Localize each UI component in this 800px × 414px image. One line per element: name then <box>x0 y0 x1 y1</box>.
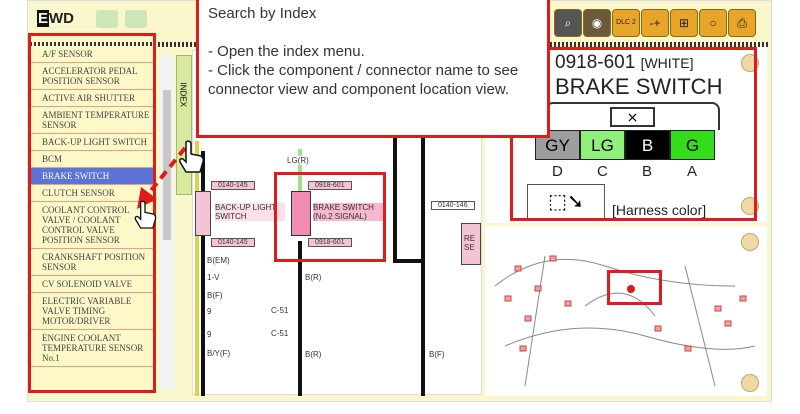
connector-tag[interactable]: 0140-145 <box>211 238 255 247</box>
index-item[interactable]: CV SOLENOID VALVE <box>30 276 155 293</box>
dlc-icon[interactable]: DLC 2 <box>612 9 640 37</box>
callout-title: Search by Index <box>208 5 317 22</box>
back-button[interactable] <box>96 10 118 28</box>
brake-switch-highlight <box>274 172 386 262</box>
meter-icon[interactable]: ◉ <box>583 9 611 37</box>
wire-label: 9 <box>207 330 212 339</box>
index-item[interactable]: BACK-UP LIGHT SWITCH <box>30 134 155 151</box>
index-item[interactable]: A/F SENSOR <box>30 46 155 63</box>
connector-label: C-51 <box>271 329 289 338</box>
zoom-icon[interactable] <box>741 233 759 251</box>
wire <box>421 51 425 396</box>
location-highlight <box>607 270 662 305</box>
app-logo: EWD <box>38 10 75 27</box>
pin-label: A <box>687 163 698 180</box>
wire-label: LG(R) <box>287 156 309 165</box>
index-item[interactable]: CLUTCH SENSOR <box>30 185 155 202</box>
connector-code: 0918-601 [WHITE] <box>555 52 694 73</box>
index-item[interactable]: COOLANT CONTROL VALVE / COOLANT CONTROL … <box>30 202 155 249</box>
wire-label: B(F) <box>207 291 223 300</box>
wire <box>393 51 397 263</box>
index-item[interactable]: AMBIENT TEMPERATURE SENSOR <box>30 107 155 134</box>
component-box[interactable]: RE SE <box>461 223 481 265</box>
brake-switch-symbol <box>291 191 311 236</box>
pointer-hand-icon <box>134 200 157 229</box>
wire-label: B/Y(F) <box>207 349 231 358</box>
wire <box>298 241 302 396</box>
vehicle-location-drawing <box>494 255 756 387</box>
index-item[interactable]: BRAKE SWITCH <box>30 168 155 185</box>
pin-c[interactable]: LG <box>580 130 625 160</box>
callout-step-2: - Click the component / connector name t… <box>208 62 519 98</box>
brake-switch-location-marker <box>627 285 635 293</box>
wire-label: B(F) <box>429 350 445 359</box>
pin-d[interactable]: GY <box>535 130 580 160</box>
index-item[interactable]: ENGINE COOLANT TEMPERATURE SENSOR No.1 <box>30 330 155 367</box>
index-item[interactable]: CRANKSHAFT POSITION SENSOR <box>30 249 155 276</box>
pin-label: D <box>552 163 563 180</box>
scrollbar-thumb[interactable] <box>163 90 171 240</box>
backup-switch-symbol <box>195 191 211 236</box>
connector-tag[interactable]: 0140-146 <box>431 201 475 210</box>
index-item[interactable]: ACCELERATOR PEDAL POSITION SENSOR <box>30 63 155 90</box>
pin-a[interactable]: G <box>670 130 715 160</box>
connector-tag[interactable]: 0918-601 <box>308 181 352 190</box>
wire-label: 9 <box>207 307 212 316</box>
wire <box>201 151 205 396</box>
index-highlight-box <box>28 33 156 393</box>
index-tab-label: INDEX <box>178 82 188 107</box>
index-item[interactable]: BCM <box>30 151 155 168</box>
brake-switch-label[interactable]: BRAKE SWITCH (No.2 SIGNAL) <box>313 203 383 221</box>
harness-color-label: [Harness color] <box>612 202 707 218</box>
search-icon[interactable]: ⌕ <box>554 9 582 37</box>
callout-step-1: - Open the index menu. <box>208 43 365 60</box>
wire-label: B(R) <box>305 273 322 282</box>
connector-tag[interactable]: 0140-145 <box>211 181 255 190</box>
index-item[interactable]: ACTIVE AIR SHUTTER <box>30 90 155 107</box>
wire <box>393 259 423 263</box>
pointer-hand-icon <box>179 140 204 173</box>
index-item[interactable]: ELECTRIC VARIABLE VALVE TIMING MOTOR/DRI… <box>30 293 155 330</box>
lock-icon: ⨯ <box>610 107 655 127</box>
wire-label: B(EM) <box>207 256 230 265</box>
connector-label: C-51 <box>271 306 289 315</box>
dlc-label: DLC 2 <box>616 19 636 26</box>
ground-icon[interactable]: ○ <box>699 9 727 37</box>
connector-name: BRAKE SWITCH <box>555 74 723 99</box>
expand-icon[interactable] <box>741 374 759 392</box>
junction-block-icon[interactable]: ⊞ <box>670 9 698 37</box>
location-view <box>485 226 767 396</box>
connector-tag[interactable]: 0918-601 <box>308 238 352 247</box>
backup-light-switch-label[interactable]: BACK-UP LIGHT SWITCH <box>215 203 285 221</box>
tutorial-callout: Search by Index - Open the index menu. -… <box>196 0 550 138</box>
wire-label: 1-V <box>207 273 220 282</box>
pin-label: C <box>597 163 608 180</box>
wire <box>195 141 199 396</box>
wire-label: B(R) <box>305 350 322 359</box>
pin-b[interactable]: B <box>625 130 670 160</box>
print-icon[interactable]: ⎙ <box>728 9 756 37</box>
pin-label: B <box>642 163 653 180</box>
battery-icon[interactable]: -+ <box>641 9 669 37</box>
forward-button[interactable] <box>125 10 147 28</box>
